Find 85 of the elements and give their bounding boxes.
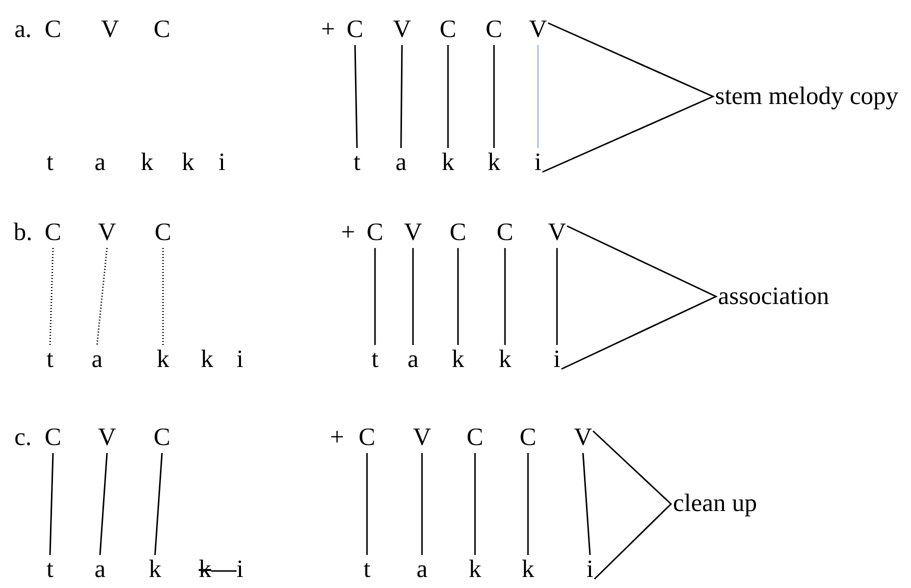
segment-symbol: C [358, 423, 376, 453]
segment-symbol: k [488, 148, 500, 178]
tier-symbol: V [100, 15, 120, 45]
example-letter: a. [14, 15, 32, 45]
segment-symbol: t [372, 345, 378, 375]
segment-symbol: V [548, 218, 566, 248]
segment-symbol: C [154, 218, 172, 248]
association-line [99, 452, 108, 556]
segment-symbol: C [366, 218, 384, 248]
segment-symbol: V [412, 423, 432, 453]
segment-symbol: i [586, 555, 594, 585]
segment-symbol: k [156, 345, 170, 375]
step-label: clean up [673, 489, 757, 519]
segment-symbol: k [522, 555, 534, 585]
segment-symbol: V [528, 15, 548, 45]
association-line [447, 45, 449, 148]
association-line [421, 453, 423, 555]
tier-symbol: C [44, 15, 62, 45]
segment-letter: k [182, 148, 194, 178]
segment-symbol: C [440, 15, 456, 45]
dotted-association-line [49, 248, 54, 346]
example-letter: c. [14, 423, 32, 453]
segment-symbol: t [46, 555, 54, 585]
segment-symbol: C [346, 15, 364, 45]
segment-symbol: C [44, 423, 62, 453]
segment-symbol: V [98, 218, 116, 248]
association-line [374, 248, 376, 345]
dotted-association-line [162, 248, 164, 345]
segment-symbol: a [94, 555, 106, 585]
segment-symbol: i [554, 345, 560, 375]
segment-symbol: t [354, 148, 360, 178]
association-line [493, 45, 495, 148]
association-line [556, 248, 558, 345]
plus-sign: + [340, 218, 356, 248]
association-line [474, 453, 476, 555]
segment-symbol: k [148, 555, 162, 585]
segment-symbol: t [364, 555, 370, 585]
association-line [366, 453, 368, 555]
segment-symbol: C [44, 218, 62, 248]
segment-symbol: V [404, 218, 422, 248]
segment-symbol: a [91, 345, 103, 375]
tier-symbol: C [154, 15, 170, 45]
association-line [154, 452, 163, 556]
segment-symbol: a [407, 345, 419, 375]
association-line [582, 452, 591, 556]
segment-letter: a [94, 148, 106, 178]
association-line [457, 248, 459, 345]
association-line [354, 44, 358, 148]
association-line [537, 45, 539, 148]
segment-symbol: V [392, 15, 412, 45]
segment-letter: i [218, 148, 226, 178]
plus-sign: + [320, 15, 336, 45]
segment-symbol: C [154, 423, 170, 453]
segment-symbol: i [236, 555, 244, 585]
segment-symbol: t [46, 345, 54, 375]
segment-letter: k [200, 345, 214, 375]
segment-symbol: k [468, 555, 482, 585]
dotted-association-line [96, 248, 108, 346]
association-line [49, 452, 54, 556]
segment-symbol: k [442, 148, 454, 178]
association-line [504, 248, 506, 345]
segment-symbol: V [574, 423, 592, 453]
segment-symbol: C [496, 218, 514, 248]
segment-symbol: C [450, 218, 466, 248]
example-letter: b. [14, 218, 32, 248]
segment-symbol: k [198, 555, 212, 585]
segment-symbol: k [452, 345, 464, 375]
plus-sign: + [330, 423, 344, 453]
association-line [211, 570, 237, 572]
segment-symbol: C [486, 15, 502, 45]
segment-symbol: C [520, 423, 536, 453]
segment-symbol: C [466, 423, 484, 453]
segment-symbol: i [534, 148, 542, 178]
segment-symbol: a [395, 148, 407, 178]
association-line [400, 45, 403, 148]
segment-symbol: k [498, 345, 512, 375]
segment-letter: i [236, 345, 244, 375]
segment-symbol: a [416, 555, 428, 585]
segment-symbol: V [98, 423, 116, 453]
segment-letter: t [46, 148, 54, 178]
association-line [527, 453, 529, 555]
segment-letter: k [140, 148, 154, 178]
association-line [412, 248, 414, 345]
step-label: stem melody copy [715, 82, 898, 112]
step-label: association [718, 282, 830, 312]
